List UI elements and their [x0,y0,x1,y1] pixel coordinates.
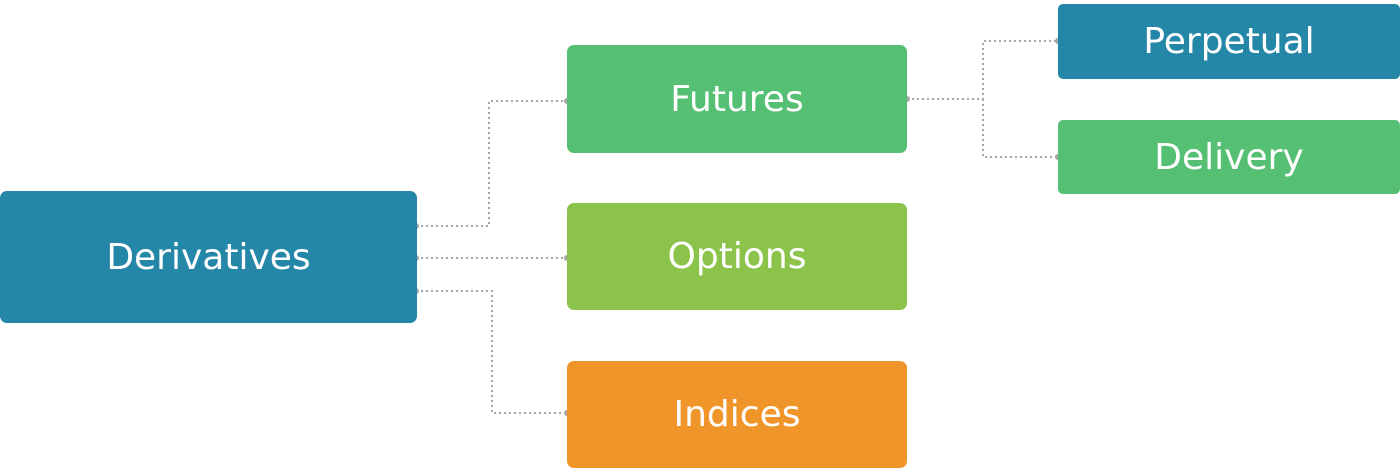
connector-derivatives-futures [416,100,567,227]
connector-derivatives-indices [416,290,567,414]
connector-futures-delivery [982,99,1058,158]
node-options: Options [567,203,907,310]
node-derivatives-label: Derivatives [106,236,311,278]
node-perpetual-label: Perpetual [1143,21,1315,62]
node-perpetual: Perpetual [1058,4,1400,79]
node-options-label: Options [667,236,807,277]
node-delivery: Delivery [1058,120,1400,194]
connector-futures-perpetual [907,40,1058,100]
node-futures: Futures [567,45,907,153]
node-indices-label: Indices [673,394,801,435]
node-delivery-label: Delivery [1154,136,1304,178]
node-indices: Indices [567,361,907,468]
node-derivatives: Derivatives [0,191,417,323]
node-futures-label: Futures [670,78,804,120]
